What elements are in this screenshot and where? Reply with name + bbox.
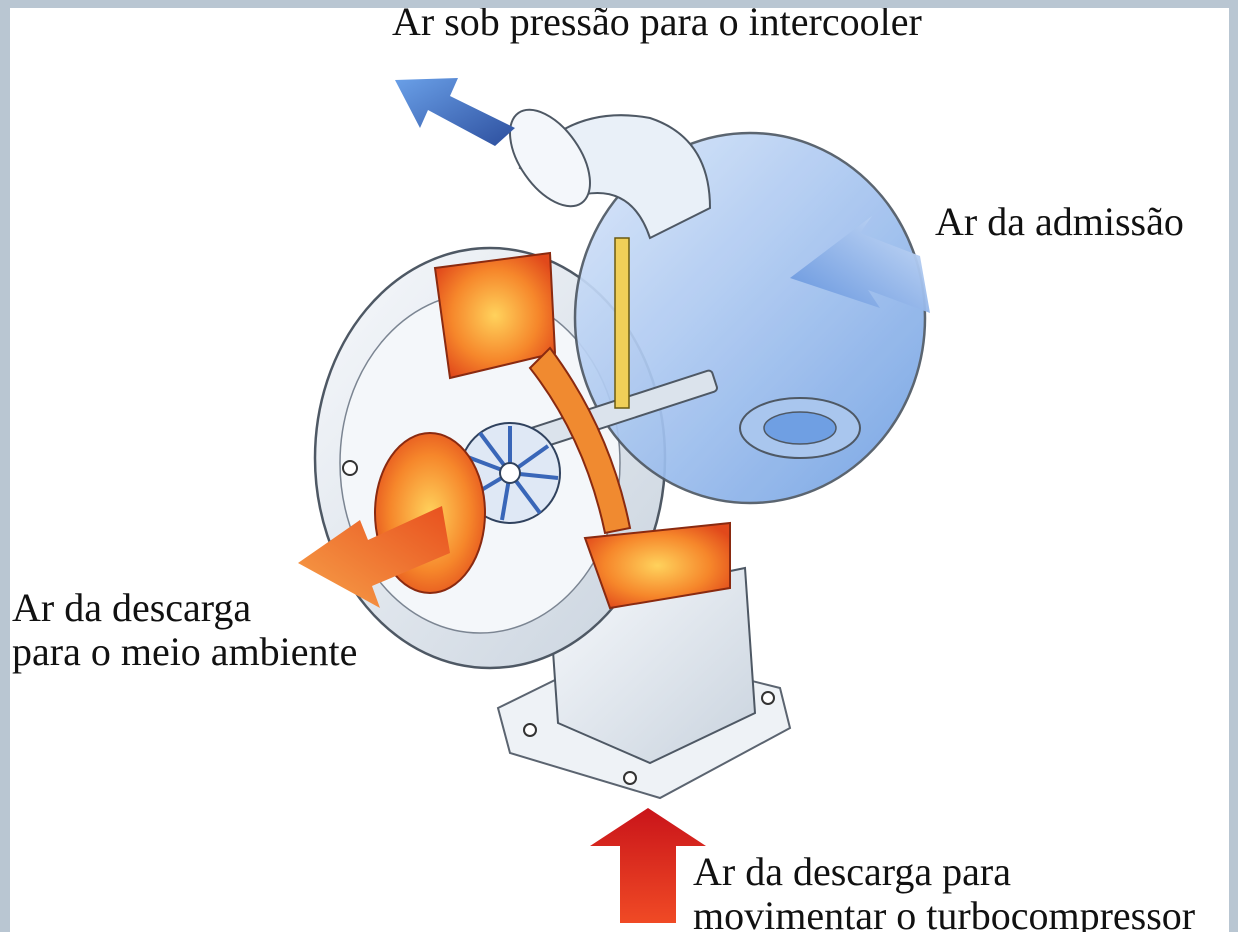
exhaust-to-turbo-line2: movimentar o turbocompressor <box>693 894 1195 932</box>
exhaust-to-environment-line2: para o meio ambiente <box>12 630 357 674</box>
exhaust-to-turbo-line1: Ar da descarga para <box>693 850 1195 894</box>
intake-air-label: Ar da admissão <box>935 200 1184 244</box>
exhaust-in-arrow <box>590 808 706 923</box>
exhaust-to-turbo-label: Ar da descarga para movimentar o turboco… <box>693 850 1195 932</box>
diagram-panel: Ar sob pressão para o intercooler Ar da … <box>10 8 1229 932</box>
pressurized-air-arrow <box>395 78 515 146</box>
exhaust-to-environment-label: Ar da descarga para o meio ambiente <box>12 586 357 674</box>
turbocharger-illustration <box>10 8 1229 932</box>
pressurized-air-label: Ar sob pressão para o intercooler <box>392 8 922 44</box>
exhaust-to-environment-line1: Ar da descarga <box>12 586 357 630</box>
